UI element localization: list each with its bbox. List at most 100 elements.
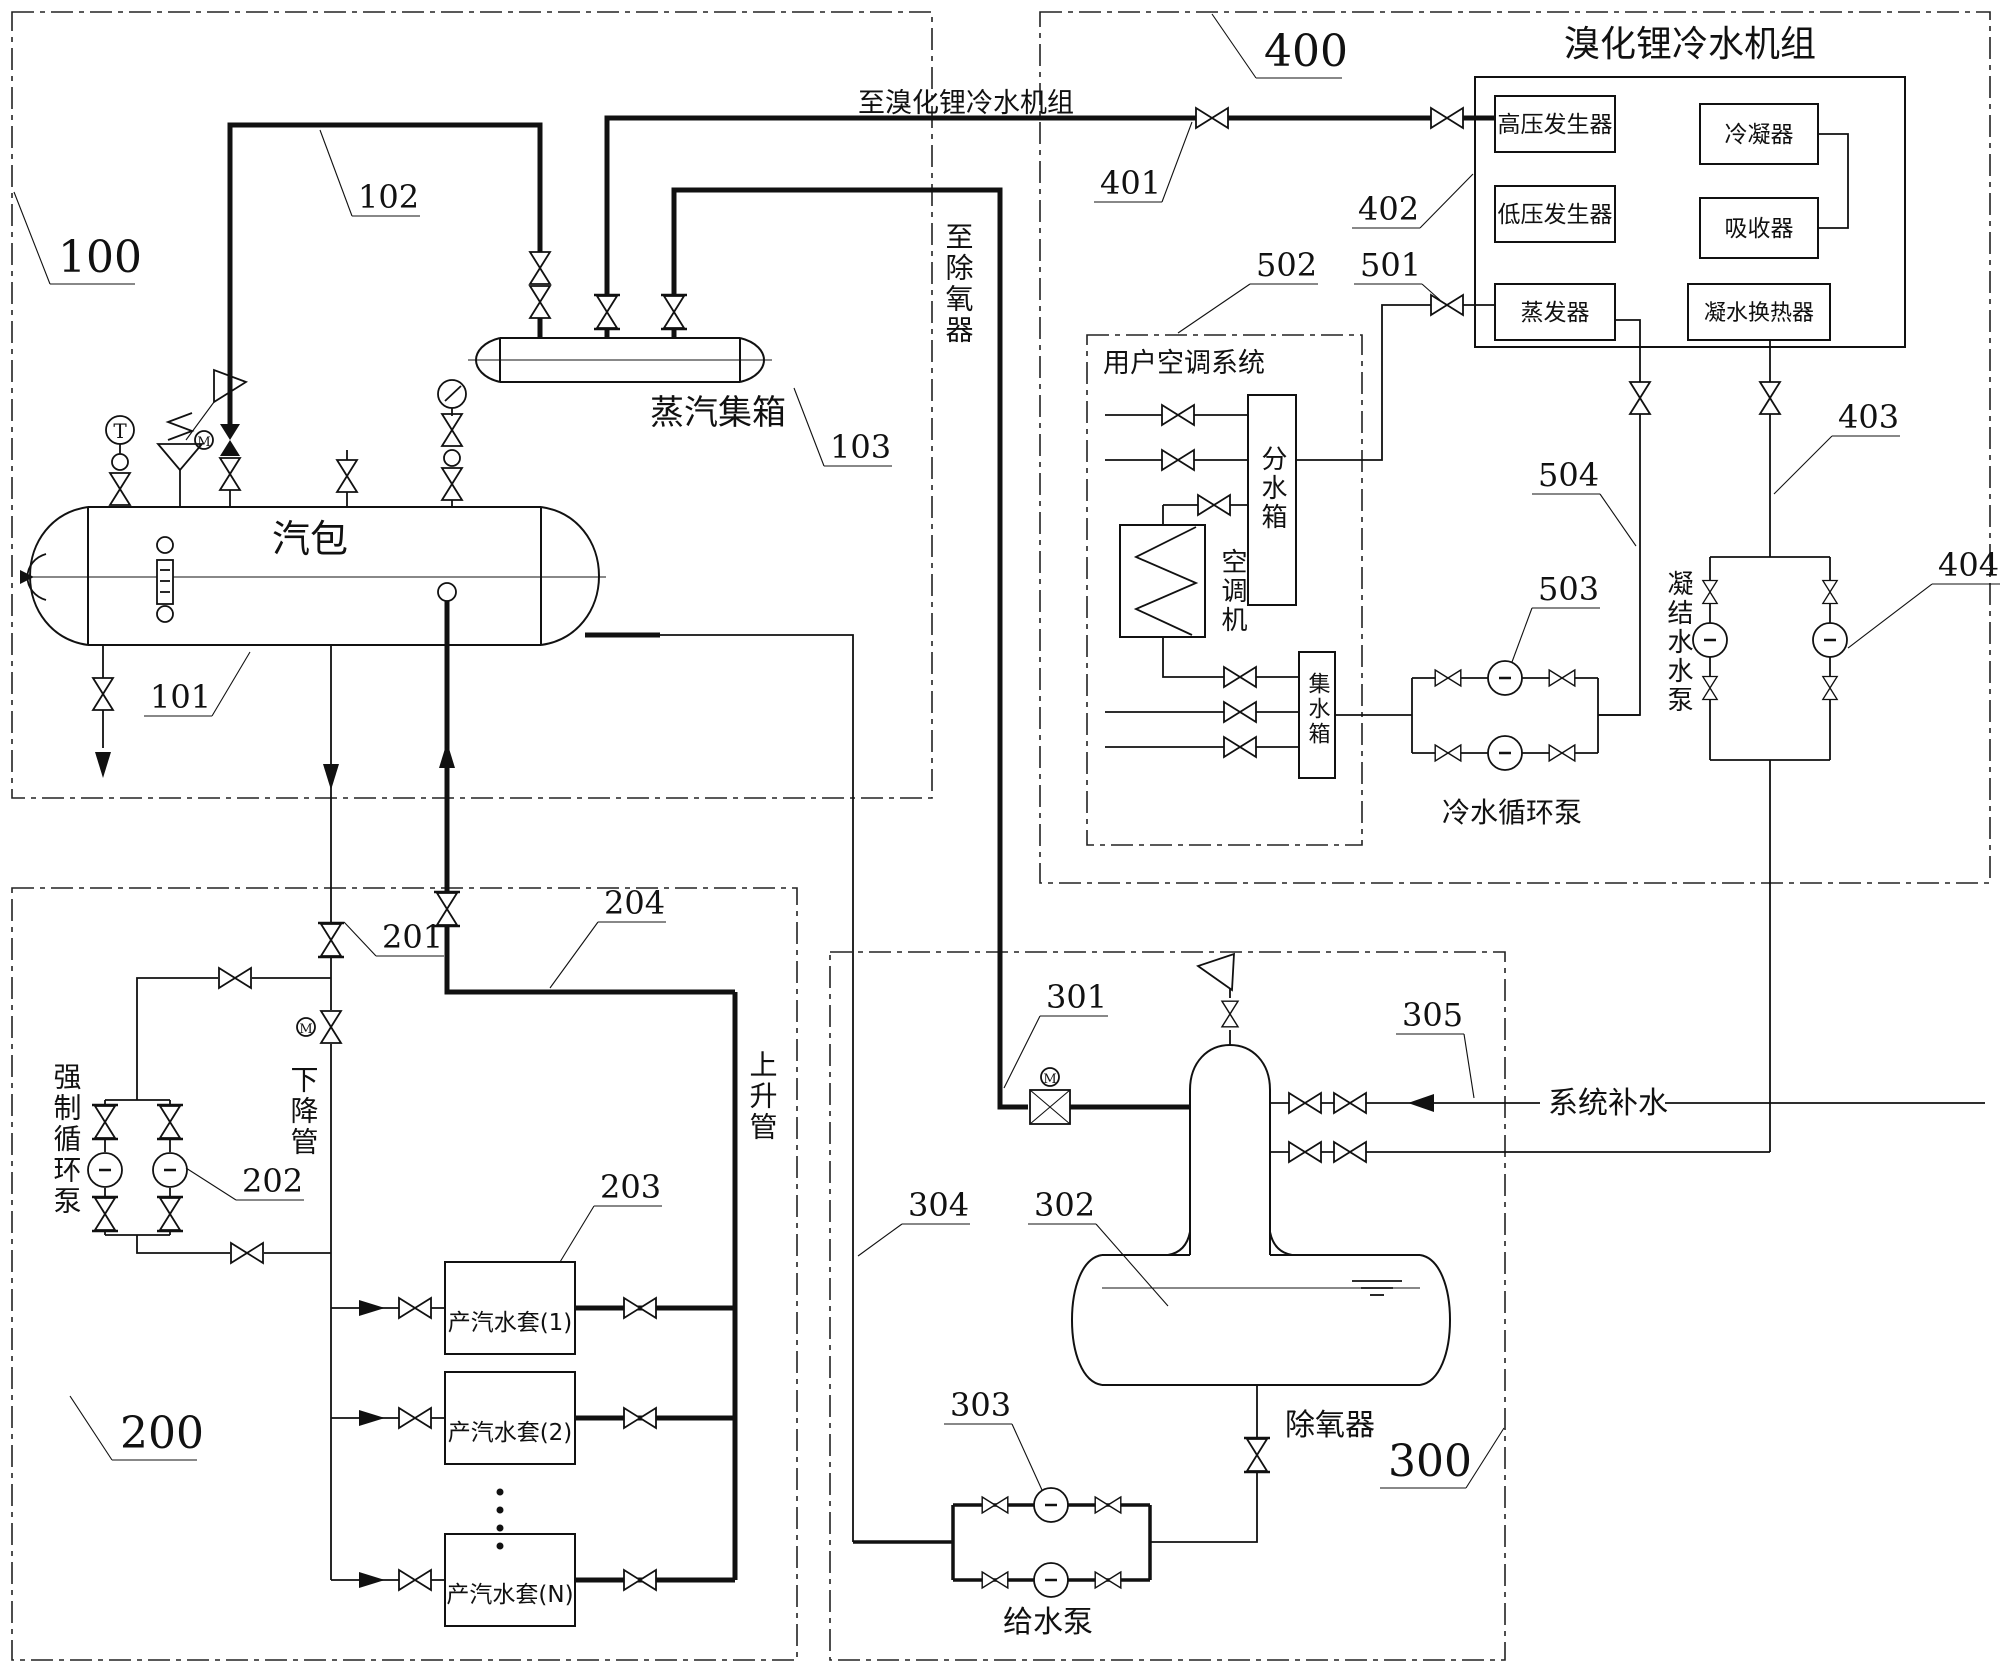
drum-instruments: T bbox=[92, 368, 467, 778]
drain-arrow-icon bbox=[95, 752, 111, 778]
dist-tank-label: 分水箱 bbox=[1257, 445, 1287, 532]
chilled-pump-group: 冷水循环泵 bbox=[1335, 659, 1640, 829]
valve-icon bbox=[1430, 294, 1464, 316]
section-200-boundary bbox=[11, 887, 798, 1661]
valve-icon bbox=[398, 1569, 432, 1591]
ref-300: 300 bbox=[1388, 1436, 1472, 1487]
drum-left-cap bbox=[28, 506, 89, 646]
jacket-1-label: 产汽水套(1) bbox=[448, 1310, 573, 1336]
valve-icon bbox=[219, 457, 241, 491]
valve-icon bbox=[441, 467, 463, 501]
valve-icon bbox=[1288, 1141, 1322, 1163]
section-100-boundary bbox=[11, 11, 933, 799]
valve-icon bbox=[109, 472, 131, 506]
ref-404: 404 bbox=[1938, 546, 1999, 584]
valve-icon bbox=[1629, 381, 1651, 415]
valve-icon bbox=[1094, 1571, 1122, 1589]
valve-icon bbox=[1223, 701, 1257, 723]
jacket-N-box bbox=[444, 1533, 576, 1627]
chilled-water-supply-504 bbox=[1598, 319, 1651, 716]
pump-icon bbox=[1691, 621, 1729, 659]
valve-icon bbox=[1333, 1141, 1367, 1163]
valve-icon bbox=[218, 967, 252, 989]
valve-icon bbox=[592, 293, 622, 331]
pump-icon bbox=[1811, 621, 1849, 659]
condensate-hx-label: 凝水换热器 bbox=[1704, 301, 1814, 326]
valve-icon bbox=[92, 677, 114, 711]
flow-arrow-icon bbox=[1408, 1094, 1434, 1112]
riser-group: 上升管 bbox=[432, 601, 779, 1580]
valve-icon bbox=[1094, 1496, 1122, 1514]
ref-100: 100 bbox=[58, 232, 142, 283]
spring-icon bbox=[165, 412, 195, 441]
chiller-title: 溴化锂冷水机组 bbox=[1564, 24, 1816, 65]
jacket-1-box bbox=[444, 1261, 576, 1355]
downcomer-group: M 下降管 bbox=[287, 645, 346, 1580]
ref-103: 103 bbox=[830, 428, 891, 466]
valve-icon bbox=[1221, 1000, 1239, 1028]
motor-valve-icon bbox=[220, 424, 240, 456]
ref-401: 401 bbox=[1100, 164, 1161, 202]
ref-302: 302 bbox=[1034, 1186, 1095, 1224]
condenser-label: 冷凝器 bbox=[1725, 122, 1794, 148]
condensate-pump-label: 凝结水水泵 bbox=[1663, 570, 1693, 715]
steam-to-deaerator-pipe: 至除氧器 M bbox=[659, 187, 1190, 1125]
pump-icon bbox=[1486, 659, 1524, 697]
flow-arrow-icon bbox=[323, 764, 339, 790]
pump-icon bbox=[1032, 1561, 1070, 1599]
jacket-2-label: 产汽水套(2) bbox=[448, 1420, 573, 1446]
pressure-gauge-icon bbox=[437, 379, 467, 409]
ref-504: 504 bbox=[1538, 456, 1599, 494]
ref-203: 203 bbox=[600, 1168, 661, 1206]
absorber-label: 吸收器 bbox=[1725, 216, 1794, 242]
ref-204: 204 bbox=[604, 884, 665, 922]
lp-generator-box bbox=[1494, 185, 1616, 243]
ref-501: 501 bbox=[1360, 246, 1421, 284]
user-ac-system-label: 用户空调系统 bbox=[1103, 348, 1265, 379]
water-level-icon bbox=[1352, 1280, 1402, 1296]
valve-icon bbox=[623, 1297, 657, 1319]
valve-icon bbox=[1333, 1092, 1367, 1114]
chiller-group: 溴化锂冷水机组 高压发生器 低压发生器 蒸发器 冷凝器 吸收器 凝水换热器 bbox=[1474, 24, 1906, 348]
valve-icon bbox=[1242, 1436, 1272, 1474]
ac-unit-label: 空调机 bbox=[1217, 548, 1247, 635]
jacket-2-box bbox=[444, 1371, 576, 1465]
user-ac-system-boundary bbox=[1086, 334, 1363, 846]
instrument-circle-icon bbox=[111, 453, 129, 471]
valve-icon bbox=[1434, 744, 1462, 762]
main-steam-pipe-102: M bbox=[194, 122, 551, 507]
manhole-arrow-icon bbox=[20, 570, 34, 584]
valve-icon bbox=[155, 1103, 185, 1141]
reference-labels: 100 200 300 400 101 102 103 201 202 203 … bbox=[13, 13, 2000, 1491]
jacket-N-label: 产汽水套(N) bbox=[446, 1582, 573, 1608]
forced-circulation-pump-group: 强制循环泵 bbox=[50, 967, 331, 1264]
condenser-absorber-link bbox=[1818, 133, 1849, 229]
valve-icon bbox=[398, 1297, 432, 1319]
valve-icon bbox=[1548, 669, 1576, 687]
valve-icon bbox=[1822, 675, 1838, 701]
valve-icon bbox=[441, 413, 463, 447]
ref-102: 102 bbox=[358, 178, 419, 216]
pump-icon bbox=[1032, 1486, 1070, 1524]
valve-icon bbox=[659, 293, 689, 331]
to-chiller-label: 至溴化锂冷水机组 bbox=[858, 88, 1074, 119]
valve-icon bbox=[529, 285, 551, 319]
valve-icon bbox=[90, 1195, 120, 1233]
motor-letter: M bbox=[1043, 1072, 1056, 1087]
motor-valve-icon bbox=[320, 1010, 342, 1044]
ref-301: 301 bbox=[1046, 978, 1107, 1016]
flow-arrow-icon bbox=[359, 1410, 385, 1426]
ellipsis-icon bbox=[496, 1488, 504, 1550]
valve-icon bbox=[1759, 381, 1781, 415]
valve-icon bbox=[336, 459, 358, 493]
condensate-pump-group: 凝结水水泵 bbox=[1663, 340, 1849, 1152]
valve-icon bbox=[529, 251, 551, 285]
downcomer-label: 下降管 bbox=[287, 1065, 320, 1158]
drum-right-cap bbox=[540, 506, 601, 646]
valve-icon bbox=[155, 1195, 185, 1233]
ref-402: 402 bbox=[1358, 190, 1419, 228]
safety-valve-icon bbox=[156, 443, 204, 472]
drum-body bbox=[87, 506, 542, 646]
